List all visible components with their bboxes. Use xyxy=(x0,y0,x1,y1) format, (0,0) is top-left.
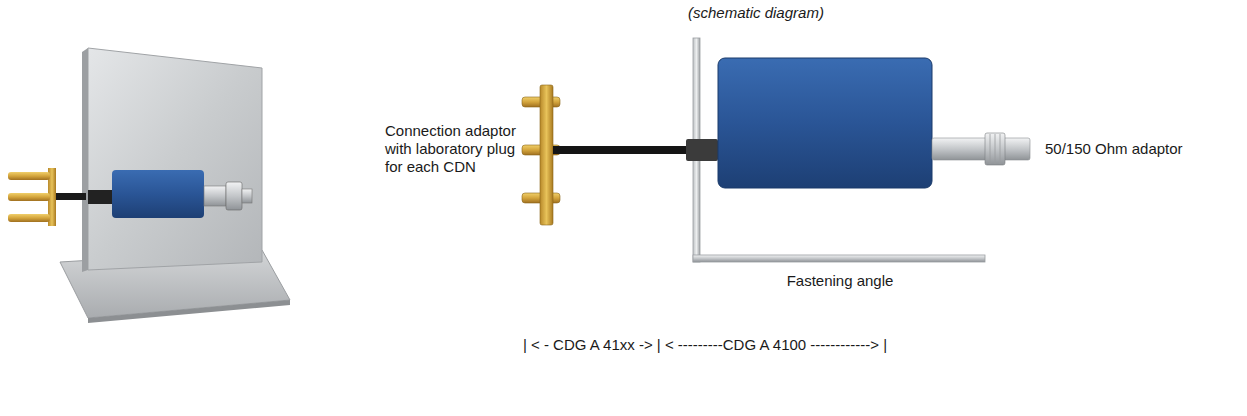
cdg-box xyxy=(718,58,932,188)
part-label: Connection adaptor with laboratory plug … xyxy=(385,122,535,176)
connection-adaptor xyxy=(522,85,560,225)
part-label: 50/150 Ohm adaptor xyxy=(1045,140,1183,158)
dimension-label: | < - CDG A 41xx -> | < ---------CDG A 4… xyxy=(523,336,887,354)
part-label: Fastening angle xyxy=(787,272,894,290)
photo-fixture xyxy=(8,48,290,323)
cable xyxy=(553,139,718,161)
caption-note: (schematic diagram) xyxy=(688,4,824,22)
ohm-adaptor xyxy=(932,133,1030,165)
